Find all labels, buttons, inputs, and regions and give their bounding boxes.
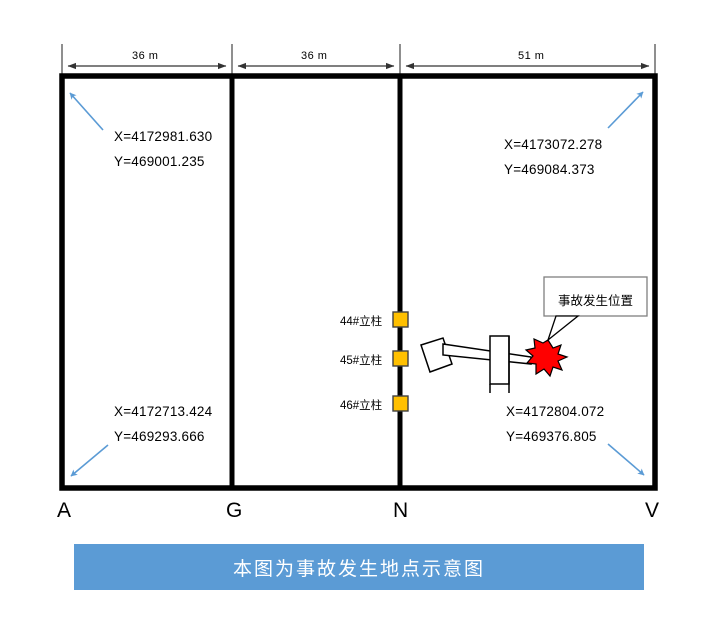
pillar-marker-46	[392, 395, 409, 412]
pillar-label-44: 44#立柱	[340, 316, 383, 328]
corner-arrows	[69, 91, 645, 477]
coordinate-y-top-left: Y=469001.235	[114, 154, 205, 169]
title-banner-text: 本图为事故发生地点示意图	[232, 558, 485, 580]
coordinate-y-top-right: Y=469084.373	[504, 162, 595, 177]
arrow-up-left-icon	[69, 92, 104, 131]
arrow-down-left-icon	[70, 444, 109, 477]
coordinate-y-bottom-left: Y=469293.666	[114, 429, 205, 444]
structure-post-left	[489, 335, 510, 385]
dimension-label-gn: 36 m	[301, 50, 328, 62]
arrow-down-right-icon	[607, 443, 645, 476]
accident-callout	[543, 276, 648, 342]
pillar-markers	[392, 311, 409, 412]
arrow-up-right-icon	[607, 91, 644, 129]
coordinate-y-bottom-right: Y=469376.805	[506, 429, 597, 444]
pillar-label-45: 45#立柱	[340, 355, 383, 367]
coordinate-x-top-right: X=4173072.278	[504, 137, 603, 152]
dimension-label-nv: 51 m	[518, 50, 545, 62]
dimension-extension-lines	[61, 44, 656, 76]
callout-box	[543, 276, 648, 317]
coordinate-x-bottom-right: X=4172804.072	[506, 404, 605, 419]
title-banner: 本图为事故发生地点示意图	[74, 544, 644, 590]
callout-label: 事故发生位置	[558, 294, 634, 308]
explosion-star-icon	[524, 338, 569, 378]
callout-pointer	[546, 315, 580, 342]
axis-mark-a: A	[57, 499, 72, 522]
pillar-label-46: 46#立柱	[340, 400, 383, 412]
axis-mark-v: V	[645, 499, 660, 522]
axis-mark-g: G	[226, 499, 243, 522]
coordinate-x-top-left: X=4172981.630	[114, 129, 213, 144]
pillar-marker-44	[392, 311, 409, 328]
coordinate-x-bottom-left: X=4172713.424	[114, 404, 213, 419]
pillar-marker-45	[392, 350, 409, 367]
axis-mark-n: N	[393, 499, 409, 522]
dimension-label-ag: 36 m	[132, 50, 159, 62]
